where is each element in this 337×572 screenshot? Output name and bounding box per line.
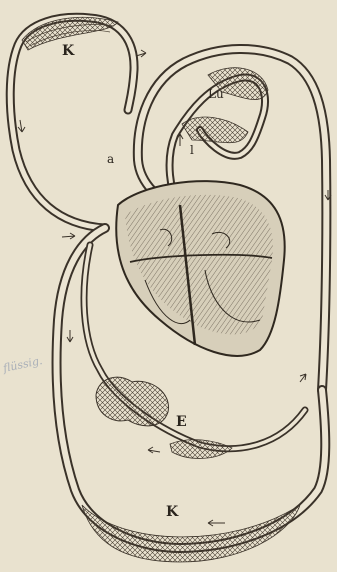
arrow-icon [136, 50, 146, 57]
heart [116, 181, 284, 356]
label-k-bottom: K [166, 504, 179, 520]
label-lu: Lu [208, 87, 224, 101]
label-a: a [107, 152, 114, 166]
arrow-icon [67, 330, 73, 342]
pencil-annotation: flüssig. [1, 354, 44, 375]
arrow-icon [300, 374, 306, 382]
label-e: E [176, 414, 187, 430]
lower-capillary-bed [82, 505, 300, 562]
arrow-icon [208, 520, 225, 526]
label-k-top: K [62, 43, 75, 59]
arrow-icon [62, 233, 75, 239]
label-l: l [190, 143, 194, 157]
e-organ-capillary [96, 377, 232, 458]
arrow-icon [148, 447, 160, 453]
arrow-icon [18, 120, 25, 132]
